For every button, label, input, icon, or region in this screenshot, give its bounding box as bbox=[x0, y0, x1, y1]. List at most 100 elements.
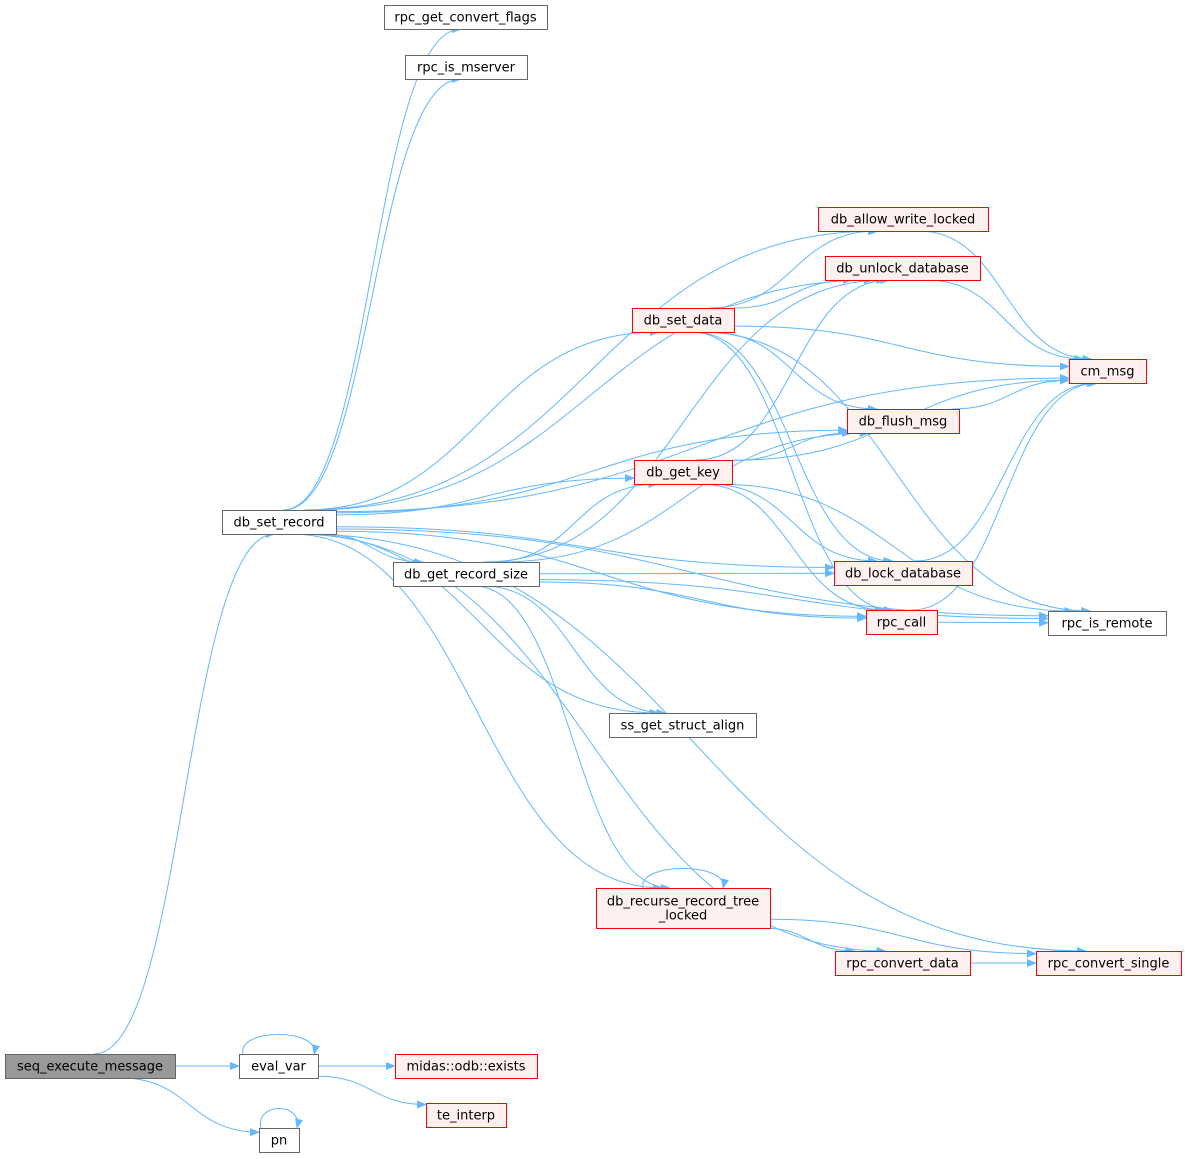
edge-db-get-record-size-to-db-recurse-record-tree-locked bbox=[473, 585, 671, 892]
node-box[interactable] bbox=[259, 1128, 300, 1153]
node-label: rpc_is_mserver bbox=[417, 61, 516, 76]
edge-db-get-key-to-rpc-is-remote bbox=[716, 483, 1075, 615]
edge-db-recurse-record-tree-locked-to-rpc-convert-data bbox=[762, 927, 856, 955]
edge-db-set-record-to-db-flush-msg bbox=[335, 426, 848, 514]
node-label: db_set_data bbox=[644, 314, 723, 329]
node-label: ss_get_struct_align bbox=[621, 719, 745, 734]
node-box[interactable] bbox=[825, 256, 981, 281]
node-rpc-convert-single[interactable]: rpc_convert_single bbox=[1036, 951, 1182, 976]
edge-db-get-key-to-db-unlock-database bbox=[695, 276, 891, 461]
node-box[interactable] bbox=[405, 55, 528, 80]
edge-pn-to-pn bbox=[260, 1108, 303, 1129]
node-label: db_allow_write_locked bbox=[831, 213, 976, 228]
node-db-set-data[interactable]: db_set_data bbox=[632, 308, 735, 333]
node-box[interactable] bbox=[1069, 359, 1147, 384]
node-rpc-is-mserver[interactable]: rpc_is_mserver bbox=[405, 55, 528, 80]
edge-db-set-record-to-db-allow-write-locked bbox=[303, 227, 880, 511]
node-box[interactable] bbox=[5, 1054, 176, 1079]
edge-db-get-record-size-to-rpc-call bbox=[538, 581, 867, 623]
node-box[interactable] bbox=[1036, 951, 1182, 976]
node-label: rpc_convert_single bbox=[1048, 957, 1170, 972]
node-rpc-convert-data[interactable]: rpc_convert_data bbox=[835, 951, 971, 976]
edge-db-set-record-to-cm-msg bbox=[335, 374, 1070, 513]
node-label: midas::odb::exists bbox=[407, 1060, 526, 1075]
node-db-set-record[interactable]: db_set_record bbox=[222, 510, 337, 535]
node-te-interp[interactable]: te_interp bbox=[426, 1103, 507, 1128]
node-db-lock-database[interactable]: db_lock_database bbox=[834, 561, 973, 586]
node-label: seq_execute_message bbox=[17, 1060, 163, 1075]
edge-db-flush-msg-to-cm-msg bbox=[952, 376, 1070, 410]
edge-db-get-record-size-to-db-get-key bbox=[491, 480, 659, 563]
edge-db-set-record-to-db-set-data bbox=[302, 328, 660, 511]
edge-db-recurse-record-tree-locked-to-db-recurse-record-tree-locked bbox=[642, 868, 729, 889]
node-label: db_lock_database bbox=[845, 567, 961, 582]
node-label: db_set_record bbox=[234, 516, 325, 531]
node-eval-var[interactable]: eval_var bbox=[239, 1054, 319, 1079]
edge-db-recurse-record-tree-locked-to-rpc-convert-single bbox=[769, 918, 1037, 958]
node-rpc-is-remote[interactable]: rpc_is_remote bbox=[1048, 611, 1167, 636]
node-label: db_recurse_record_tree bbox=[607, 895, 759, 910]
edge-db-get-record-size-to-db-unlock-database bbox=[483, 276, 887, 563]
node-box[interactable] bbox=[393, 562, 540, 587]
node-box[interactable] bbox=[609, 713, 757, 738]
node-midas-odb-exists[interactable]: midas::odb::exists bbox=[395, 1054, 538, 1079]
edge-rpc-call-to-cm-msg bbox=[911, 379, 1099, 611]
edge-db-set-data-to-db-unlock-database bbox=[733, 276, 853, 309]
node-box[interactable] bbox=[835, 951, 971, 976]
edge-db-lock-database-to-cm-msg bbox=[915, 379, 1097, 562]
edge-db-set-record-to-rpc-convert-single bbox=[301, 533, 1087, 955]
node-db-unlock-database[interactable]: db_unlock_database bbox=[825, 256, 981, 281]
node-box[interactable] bbox=[596, 888, 771, 929]
node-label: te_interp bbox=[437, 1109, 495, 1124]
edge-seq-execute-message-to-pn bbox=[120, 1077, 260, 1137]
node-label: rpc_convert_data bbox=[846, 957, 959, 972]
edge-db-set-record-to-db-recurse-record-tree-locked bbox=[291, 533, 664, 892]
node-label: rpc_call bbox=[877, 616, 927, 631]
node-db-recurse-record-tree-locked[interactable]: db_recurse_record_tree_locked bbox=[596, 888, 771, 929]
node-box[interactable] bbox=[818, 207, 989, 232]
node-pn[interactable]: pn bbox=[259, 1128, 300, 1153]
node-box[interactable] bbox=[239, 1054, 319, 1079]
edge-db-set-record-to-db-get-key bbox=[335, 474, 635, 516]
node-db-allow-write-locked[interactable]: db_allow_write_locked bbox=[818, 207, 989, 232]
node-ss-get-struct-align[interactable]: ss_get_struct_align bbox=[609, 713, 757, 738]
edge-seq-execute-message-to-db-set-record bbox=[94, 530, 276, 1055]
node-box[interactable] bbox=[426, 1103, 507, 1128]
node-db-flush-msg[interactable]: db_flush_msg bbox=[847, 409, 960, 434]
node-seq-execute-message[interactable]: seq_execute_message bbox=[5, 1054, 176, 1079]
node-label: _locked bbox=[658, 909, 708, 924]
node-db-get-key[interactable]: db_get_key bbox=[634, 460, 733, 485]
edge-db-set-record-to-ss-get-struct-align bbox=[302, 533, 660, 717]
nodes-layer: seq_execute_message db_set_record rpc_get_… bbox=[5, 5, 1182, 1153]
node-box[interactable] bbox=[847, 409, 960, 434]
node-label: rpc_is_remote bbox=[1062, 617, 1153, 632]
edge-db-get-record-size-to-ss-get-struct-align bbox=[483, 585, 667, 717]
edge-db-set-data-to-rpc-call bbox=[691, 331, 894, 614]
node-rpc-get-convert-flags[interactable]: rpc_get_convert_flags bbox=[384, 5, 548, 30]
node-box[interactable] bbox=[834, 561, 973, 586]
node-label: pn bbox=[271, 1134, 288, 1149]
edge-db-set-record-to-db-unlock-database bbox=[308, 276, 874, 511]
node-box[interactable] bbox=[384, 5, 548, 30]
node-box[interactable] bbox=[1048, 611, 1167, 636]
node-box[interactable] bbox=[395, 1054, 538, 1079]
edges-layer bbox=[94, 25, 1099, 1137]
edge-db-set-data-to-rpc-is-remote bbox=[699, 331, 1092, 615]
edge-db-get-record-size-to-db-flush-msg bbox=[500, 429, 870, 563]
node-db-get-record-size[interactable]: db_get_record_size bbox=[393, 562, 540, 587]
node-label: db_get_key bbox=[646, 466, 720, 481]
edge-db-allow-write-locked-to-cm-msg bbox=[919, 230, 1093, 363]
node-box[interactable] bbox=[634, 460, 733, 485]
edge-db-unlock-database-to-cm-msg bbox=[926, 279, 1085, 363]
edge-eval-var-to-eval-var bbox=[242, 1034, 320, 1055]
edge-db-get-record-size-to-rpc-is-remote bbox=[538, 579, 1049, 623]
edge-db-set-data-to-db-allow-write-locked bbox=[709, 227, 878, 309]
node-rpc-call[interactable]: rpc_call bbox=[866, 610, 938, 635]
node-box[interactable] bbox=[632, 308, 735, 333]
node-label: rpc_get_convert_flags bbox=[394, 11, 536, 26]
node-box[interactable] bbox=[866, 610, 938, 635]
node-cm-msg[interactable]: cm_msg bbox=[1069, 359, 1147, 384]
edge-rpc-call-to-rpc-is-remote bbox=[936, 618, 1049, 627]
node-box[interactable] bbox=[222, 510, 337, 535]
